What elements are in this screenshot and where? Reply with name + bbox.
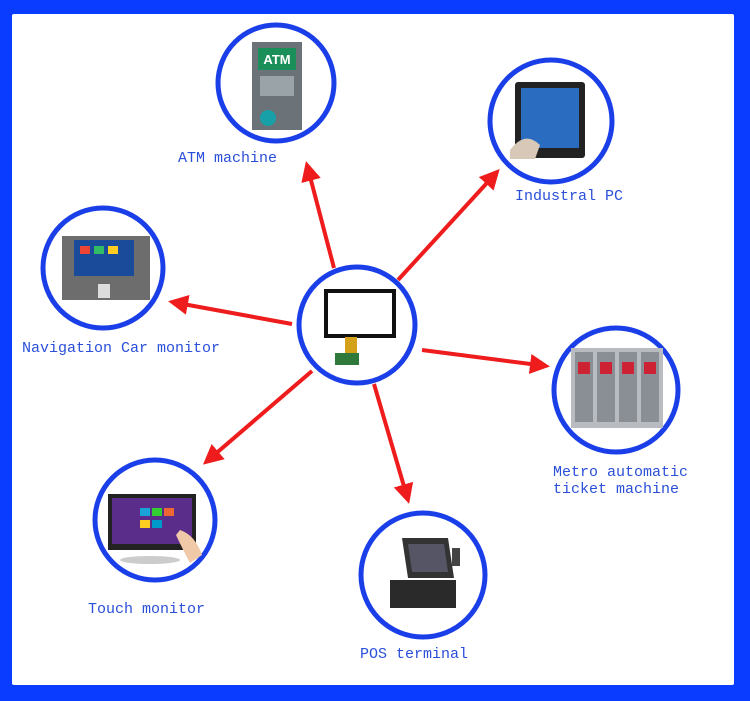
label-industrial-pc: Industral PC [515, 188, 624, 205]
car-navigation-icon [62, 236, 150, 300]
metro-ticket-machine-icon [571, 348, 663, 428]
label-touch-monitor: Touch monitor [88, 601, 206, 618]
arrow-to-metro [421, 348, 550, 374]
arrow-to-pos [372, 383, 414, 504]
arrow-to-atm [301, 161, 336, 269]
label-metro-line1: Metro automatic [553, 464, 689, 481]
pos-terminal-icon [390, 538, 460, 608]
label-pos-terminal: POS terminal [360, 646, 469, 663]
industrial-pc-icon [510, 82, 585, 159]
atm-icon: ATM [252, 42, 302, 130]
label-atm-machine: ATM machine [178, 150, 278, 167]
label-metro-line2: ticket machine [553, 481, 680, 498]
arrow-to-industrial-pc [396, 169, 500, 282]
atm-screen-text: ATM [263, 52, 290, 67]
arrow-to-touch-monitor [202, 369, 314, 465]
touch-monitor-icon [108, 494, 202, 564]
label-navigation-car-monitor: Navigation Car monitor [22, 340, 221, 357]
arrow-to-navigation [168, 295, 293, 326]
touch-panel-icon [324, 289, 396, 365]
